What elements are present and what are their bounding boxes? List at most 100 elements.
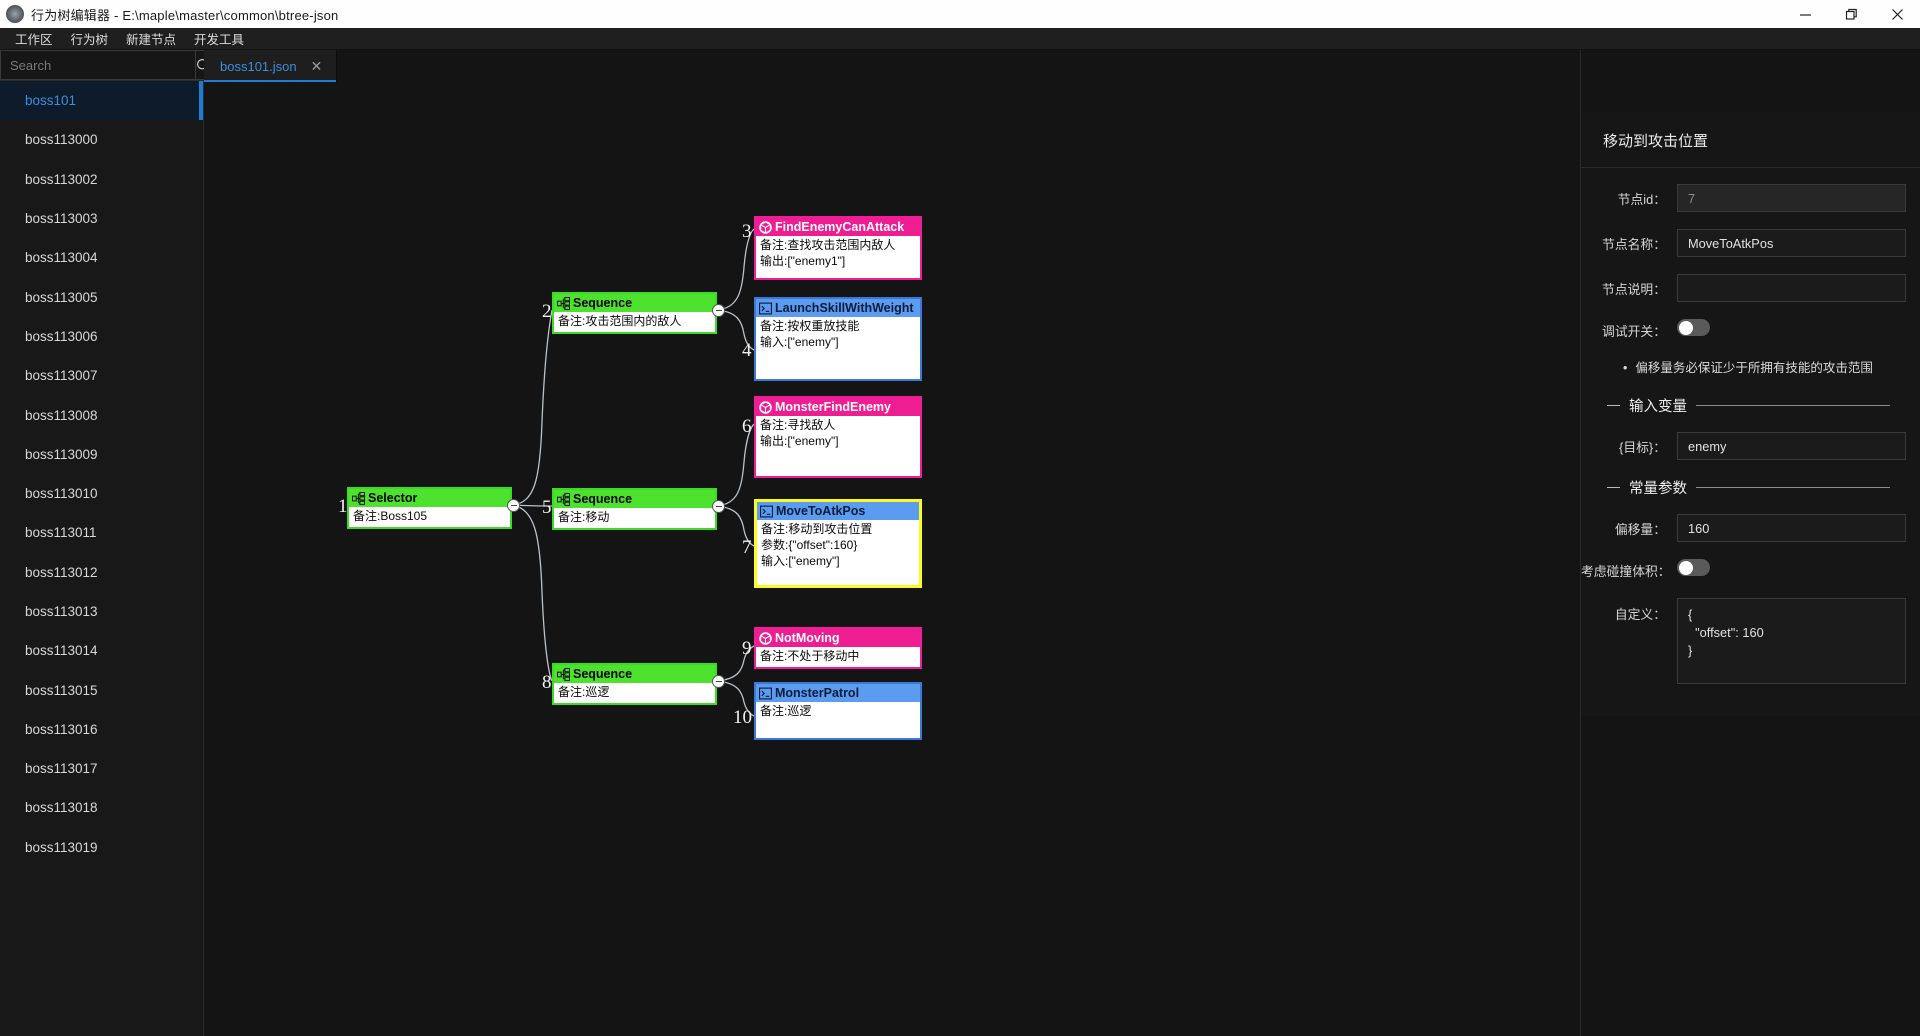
node-sequence-patrol[interactable]: Sequence 备注:巡逻 <box>552 663 717 705</box>
node-body: 备注:巡逻 <box>756 702 920 722</box>
node-monster-patrol[interactable]: MonsterPatrol 备注:巡逻 <box>754 682 922 740</box>
file-item-boss113002[interactable]: boss113002 <box>25 171 98 187</box>
section-label: 输入变量 <box>1629 399 1687 415</box>
file-item-boss113018[interactable]: boss113018 <box>25 800 98 816</box>
minimize-button[interactable] <box>1782 0 1828 28</box>
file-list[interactable]: boss101 boss113000 boss113002 boss113003… <box>0 81 203 1036</box>
maximize-button[interactable] <box>1828 0 1874 28</box>
node-port-1[interactable] <box>507 499 520 512</box>
file-item-boss113008[interactable]: boss113008 <box>25 407 98 423</box>
node-header: NotMoving <box>756 629 920 647</box>
file-item-boss113005[interactable]: boss113005 <box>25 289 98 305</box>
action-icon <box>759 302 772 314</box>
node-body: 备注:按权重放技能 输入:["enemy"] <box>756 317 920 353</box>
node-header: MoveToAtkPos <box>757 502 919 520</box>
node-port-2[interactable] <box>712 304 725 317</box>
file-item-boss113006[interactable]: boss113006 <box>25 328 98 344</box>
field-custom: 自定义： { "offset": 160 } <box>1581 598 1906 689</box>
menu-item-new-node[interactable]: 新建节点 <box>126 33 177 47</box>
node-move-to-atk-pos[interactable]: MoveToAtkPos 备注:移动到攻击位置 参数:{"offset":160… <box>754 499 922 588</box>
node-line: 备注:Boss105 <box>353 509 428 523</box>
tab-bar: boss101.json ✕ <box>204 50 1580 82</box>
menu-item-workspace[interactable]: 工作区 <box>15 33 53 47</box>
property-form: 节点id： 节点名称： 节点说明： 调试开关： • 偏移量务 <box>1581 168 1920 716</box>
node-line: 备注:寻找敌人 <box>760 418 836 432</box>
debug-switch-toggle[interactable] <box>1677 319 1710 336</box>
field-input-target: {目标}： <box>1581 432 1906 460</box>
node-title: MonsterFindEnemy <box>775 400 891 414</box>
section-input-variables[interactable]: 输入变量 <box>1581 395 1906 416</box>
file-item-boss113004[interactable]: boss113004 <box>25 250 98 266</box>
node-title: MonsterPatrol <box>775 686 860 700</box>
file-item-boss113009[interactable]: boss113009 <box>25 446 98 462</box>
node-index-8: 8 <box>542 672 552 693</box>
input-target-input[interactable] <box>1677 432 1906 460</box>
node-body: 备注:移动到攻击位置 参数:{"offset":160} 输入:["enemy"… <box>757 520 919 572</box>
node-header: Sequence <box>554 665 715 683</box>
action-icon <box>759 687 772 699</box>
file-item-boss113017[interactable]: boss113017 <box>25 761 98 777</box>
editor-area: boss101.json ✕ <box>204 50 1580 1036</box>
node-line: 备注:不处于移动中 <box>760 649 860 663</box>
tab-label: boss101.json <box>220 58 297 74</box>
node-launch-skill-with-weight[interactable]: LaunchSkillWithWeight 备注:按权重放技能 输入:["ene… <box>754 297 922 381</box>
file-item-boss113016[interactable]: boss113016 <box>25 721 98 737</box>
node-title: FindEnemyCanAttack <box>775 220 905 234</box>
file-item-boss113011[interactable]: boss113011 <box>25 525 97 541</box>
field-label: 节点说明： <box>1602 281 1666 297</box>
collapse-icon[interactable] <box>1607 487 1620 488</box>
node-id-input[interactable] <box>1677 184 1906 212</box>
tab-boss101-json[interactable]: boss101.json ✕ <box>204 50 338 82</box>
close-button[interactable] <box>1874 0 1920 28</box>
file-item-boss113019[interactable]: boss113019 <box>25 839 98 855</box>
node-body: 备注:Boss105 <box>349 507 510 527</box>
property-card: 移动到攻击位置 节点id： 节点名称： 节点说明： 调试开关： <box>1581 112 1920 716</box>
node-line: 备注:攻击范围内的敌人 <box>558 314 682 328</box>
file-item-boss113010[interactable]: boss113010 <box>25 486 98 502</box>
tab-close-icon[interactable]: ✕ <box>310 58 323 74</box>
field-offset: 偏移量： <box>1581 514 1906 542</box>
custom-json-textarea[interactable]: { "offset": 160 } <box>1677 598 1906 684</box>
file-item-boss113013[interactable]: boss113013 <box>25 604 98 619</box>
behavior-tree-graph[interactable]: 1 Selector 备注:Boss105 <box>204 82 1580 1036</box>
node-line: 备注:移动到攻击位置 <box>761 522 873 536</box>
node-index-2: 2 <box>542 301 552 322</box>
composite-icon <box>557 492 570 506</box>
file-item-boss113014[interactable]: boss113014 <box>25 643 98 659</box>
offset-input[interactable] <box>1677 514 1906 542</box>
node-line: 备注:巡逻 <box>760 704 812 718</box>
file-item-boss113000[interactable]: boss113000 <box>25 132 98 148</box>
node-line: 参数:{"offset":160} <box>761 538 858 552</box>
menu-item-dev-tools[interactable]: 开发工具 <box>194 33 245 47</box>
node-desc-input[interactable] <box>1677 274 1906 302</box>
window-controls <box>1782 0 1920 28</box>
search-input[interactable] <box>0 50 195 80</box>
node-index-1: 1 <box>338 496 348 517</box>
node-index-10: 10 <box>733 707 752 728</box>
node-find-enemy-can-attack[interactable]: FindEnemyCanAttack 备注:查找攻击范围内敌人 输出:["ene… <box>754 216 922 280</box>
menu-item-behavior-tree[interactable]: 行为树 <box>70 33 109 47</box>
node-title: Selector <box>368 491 418 505</box>
node-line: 输出:["enemy"] <box>760 434 839 448</box>
node-monster-find-enemy[interactable]: MonsterFindEnemy 备注:寻找敌人 输出:["enemy"] <box>754 396 922 478</box>
node-selector[interactable]: Selector 备注:Boss105 <box>347 487 512 529</box>
file-item-boss113012[interactable]: boss113012 <box>25 564 98 580</box>
file-item-boss113003[interactable]: boss113003 <box>25 211 98 227</box>
collision-toggle[interactable] <box>1677 559 1710 576</box>
collapse-icon[interactable] <box>1607 405 1620 406</box>
section-const-params[interactable]: 常量参数 <box>1581 477 1906 498</box>
node-sequence-move[interactable]: Sequence 备注:移动 <box>552 488 717 530</box>
node-body: 备注:攻击范围内的敌人 <box>554 312 715 332</box>
node-port-8[interactable] <box>712 675 725 688</box>
node-not-moving[interactable]: NotMoving 备注:不处于移动中 <box>754 627 922 669</box>
node-port-5[interactable] <box>712 500 725 513</box>
field-node-id: 节点id： <box>1581 184 1906 212</box>
node-name-input[interactable] <box>1677 229 1906 257</box>
node-line: 输入:["enemy"] <box>760 335 839 349</box>
search-row <box>0 50 212 81</box>
file-item-boss113015[interactable]: boss113015 <box>25 682 98 698</box>
node-sequence-attack[interactable]: Sequence 备注:攻击范围内的敌人 <box>552 292 717 334</box>
composite-icon <box>557 667 570 681</box>
file-item-boss113007[interactable]: boss113007 <box>25 368 98 384</box>
file-item-boss101[interactable]: boss101 <box>0 81 203 121</box>
